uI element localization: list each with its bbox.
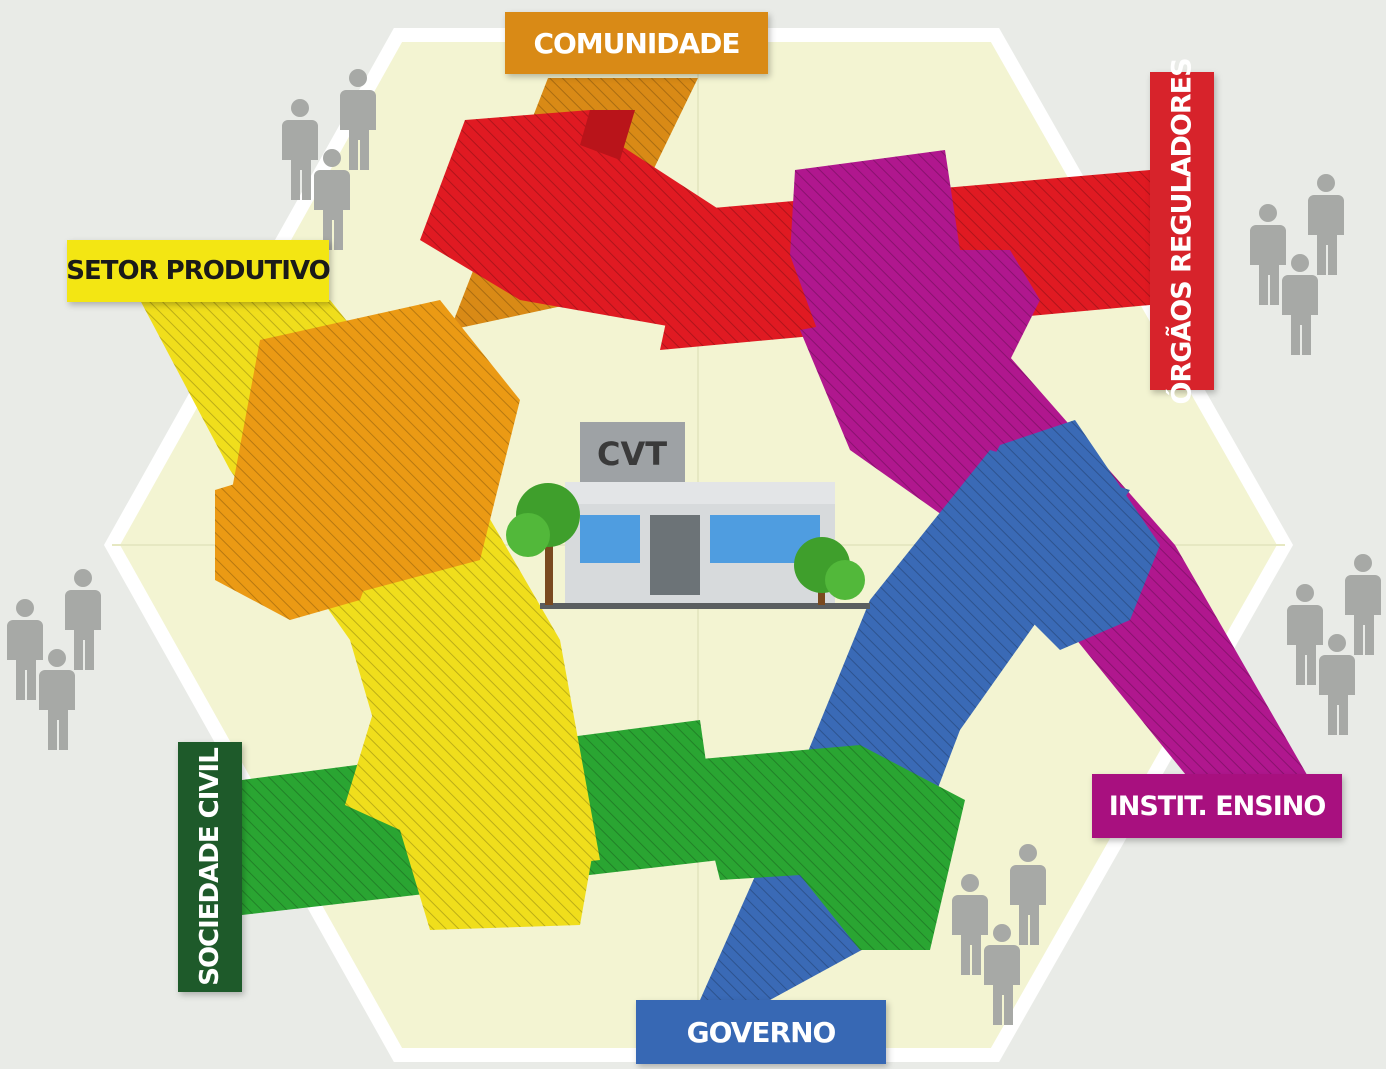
hand-icon — [215, 455, 395, 620]
label-instit-ensino: INSTIT. ENSINO — [1092, 774, 1342, 838]
label-instit-ensino-text: INSTIT. ENSINO — [1108, 790, 1327, 822]
label-comunidade: COMUNIDADE — [505, 12, 768, 74]
label-governo-text: GOVERNO — [686, 1015, 837, 1049]
tree-icon — [794, 537, 865, 605]
label-comunidade-text: COMUNIDADE — [533, 26, 740, 60]
hand-icon — [925, 420, 1160, 650]
label-orgaos-reguladores-text: ÓRGÃOS REGULADORES — [1166, 57, 1198, 405]
hand-icon — [790, 150, 1040, 420]
label-orgaos-reguladores: ÓRGÃOS REGULADORES — [1150, 58, 1214, 404]
label-sociedade-civil: SOCIEDADE CIVIL — [178, 742, 242, 992]
building-sign: CVT — [597, 435, 667, 473]
label-governo: GOVERNO — [636, 1000, 886, 1064]
tree-icon — [506, 483, 580, 605]
people-group-icon — [1287, 554, 1381, 735]
people-group-icon — [1250, 174, 1344, 355]
building-icon: CVT — [540, 422, 870, 609]
label-sociedade-civil-text: SOCIEDADE CIVIL — [195, 748, 225, 986]
label-setor-produtivo: SETOR PRODUTIVO — [66, 240, 331, 302]
hand-icon — [345, 690, 595, 930]
people-group-icon — [7, 569, 101, 750]
hand-icon — [690, 745, 965, 950]
label-setor-produtivo-text: SETOR PRODUTIVO — [66, 256, 330, 286]
hand-icon — [420, 110, 720, 330]
